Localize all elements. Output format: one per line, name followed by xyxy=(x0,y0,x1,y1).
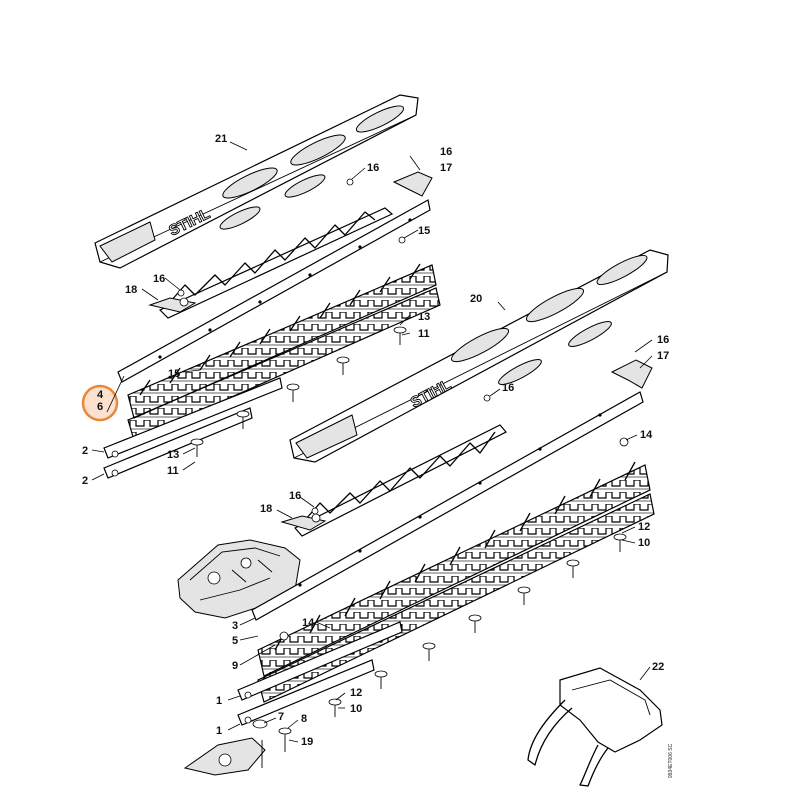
blade-strips-lower xyxy=(237,621,403,726)
part-label-17: 17 xyxy=(657,350,669,362)
part-label-16: 16 xyxy=(367,162,379,174)
part-label-3: 3 xyxy=(232,620,238,632)
part-label-9: 9 xyxy=(232,660,238,672)
part-label-17: 17 xyxy=(440,162,452,174)
fasteners-lower xyxy=(252,359,653,752)
blade-strips-upper xyxy=(103,377,283,479)
part-label-1: 1 xyxy=(216,725,222,737)
part-label-10: 10 xyxy=(638,537,650,549)
part-label-20: 20 xyxy=(470,293,482,305)
part-label-15: 15 xyxy=(418,225,430,237)
cutter-blades-upper xyxy=(127,263,441,441)
part-label-1: 1 xyxy=(216,695,222,707)
guide-strip-upper xyxy=(117,199,431,383)
part-label-15: 15 xyxy=(168,368,180,380)
highlight-circle[interactable] xyxy=(81,384,119,422)
part-label-14: 14 xyxy=(640,429,653,441)
drawing-code: 9934ET006 SC xyxy=(668,743,674,778)
fasteners-upper xyxy=(177,171,433,457)
part-label-12: 12 xyxy=(350,687,362,699)
blade-spar-lower xyxy=(280,424,507,537)
part-label-12: 12 xyxy=(638,521,650,533)
blade-spar-upper xyxy=(148,207,394,319)
part-label-11: 11 xyxy=(167,465,179,477)
part-label-16: 16 xyxy=(289,490,301,502)
part-labels: 21 16 16 17 15 16 18 13 11 15 2 2 13 11 … xyxy=(82,133,674,778)
part-label-16: 16 xyxy=(657,334,669,346)
part-label-5: 5 xyxy=(232,635,238,647)
part-label-7: 7 xyxy=(278,711,284,723)
highlight-label-4: 4 xyxy=(97,389,104,401)
part-label-10: 10 xyxy=(350,703,362,715)
part-label-13: 13 xyxy=(418,311,430,323)
part-label-16: 16 xyxy=(153,273,165,285)
part-label-11: 11 xyxy=(418,328,430,340)
blade-guard-lower: STIHL xyxy=(289,249,669,463)
part-label-19: 19 xyxy=(301,736,313,748)
highlight-label-6: 6 xyxy=(97,401,103,413)
part-label-16: 16 xyxy=(502,382,514,394)
part-label-14: 14 xyxy=(302,617,315,629)
guide-strip-lower xyxy=(251,391,644,621)
part-label-21: 21 xyxy=(215,133,227,145)
safety-glasses xyxy=(527,667,663,787)
leader-lines xyxy=(91,141,653,743)
part-label-16: 16 xyxy=(440,146,452,158)
highlight-callout[interactable]: 4 6 xyxy=(81,375,125,422)
part-label-18: 18 xyxy=(125,284,137,296)
blade-guard-upper: STIHL xyxy=(94,94,419,269)
part-label-2: 2 xyxy=(82,475,88,487)
part-label-18: 18 xyxy=(260,503,272,515)
part-label-22: 22 xyxy=(652,661,664,673)
crank-plate xyxy=(183,737,266,776)
gear-housing xyxy=(177,539,301,619)
part-label-8: 8 xyxy=(301,713,307,725)
part-label-13: 13 xyxy=(167,449,179,461)
part-label-2: 2 xyxy=(82,445,88,457)
